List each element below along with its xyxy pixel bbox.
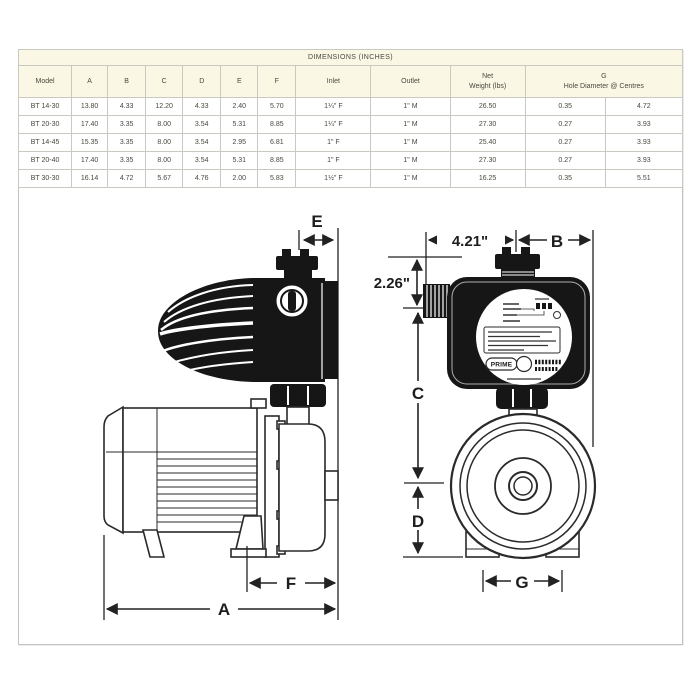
cell-e: 5.31	[220, 151, 259, 170]
cell-net-weight: 27.30	[449, 151, 526, 170]
cell-inlet: 1¼" F	[295, 115, 372, 134]
cell-e: 2.40	[220, 97, 259, 116]
col-header-e: E	[220, 65, 259, 98]
cell-b: 4.33	[107, 97, 147, 116]
cell-b: 4.72	[107, 169, 147, 188]
cell-g2: 3.93	[604, 133, 684, 152]
cell-d: 3.54	[182, 133, 222, 152]
cell-g1: 0.27	[524, 151, 606, 170]
cell-g2: 5.51	[604, 169, 684, 188]
cell-inlet: 1½" F	[295, 169, 372, 188]
dimensions-table: DIMENSIONS (INCHES) Model A B C D E F In…	[17, 49, 684, 188]
cell-g2: 3.93	[604, 151, 684, 170]
table-header-row: Model A B C D E F Inlet Outlet Net Weigh…	[17, 65, 684, 98]
cell-f: 5.83	[257, 169, 297, 188]
cell-net-weight: 27.30	[449, 115, 526, 134]
cell-model: BT 20-30	[17, 115, 73, 134]
cell-c: 12.20	[145, 97, 184, 116]
table-row: BT 14-45 15.35 3.35 8.00 3.54 2.95 6.81 …	[17, 133, 684, 152]
cell-f: 5.70	[257, 97, 297, 116]
cell-g1: 0.35	[524, 169, 606, 188]
cell-d: 4.76	[182, 169, 222, 188]
col-header-b: B	[107, 65, 147, 98]
cell-a: 16.14	[71, 169, 109, 188]
cell-g2: 4.72	[604, 97, 684, 116]
cell-outlet: 1" M	[370, 151, 451, 170]
cell-d: 3.54	[182, 151, 222, 170]
cell-b: 3.35	[107, 133, 147, 152]
cell-outlet: 1" M	[370, 169, 451, 188]
cell-a: 17.40	[71, 151, 109, 170]
cell-d: 3.54	[182, 115, 222, 134]
cell-f: 8.85	[257, 115, 297, 134]
cell-e: 2.00	[220, 169, 259, 188]
cell-g1: 0.27	[524, 115, 606, 134]
col-header-outlet: Outlet	[370, 65, 451, 98]
cell-b: 3.35	[107, 115, 147, 134]
cell-g1: 0.27	[524, 133, 606, 152]
table-row: BT 30-30 16.14 4.72 5.67 4.76 2.00 5.83 …	[17, 169, 684, 188]
col-header-model: Model	[17, 65, 73, 98]
cell-outlet: 1" M	[370, 133, 451, 152]
cell-a: 17.40	[71, 115, 109, 134]
cell-c: 8.00	[145, 133, 184, 152]
col-header-d: D	[182, 65, 222, 98]
table-title-row: DIMENSIONS (INCHES)	[18, 49, 683, 66]
cell-e: 2.95	[220, 133, 259, 152]
cell-model: BT 20-40	[17, 151, 73, 170]
cell-net-weight: 26.50	[449, 97, 526, 116]
table-row: BT 20-40 17.40 3.35 8.00 3.54 5.31 8.85 …	[17, 151, 684, 170]
col-header-net-weight: Net Weight (lbs)	[449, 65, 526, 98]
cell-inlet: 1" F	[295, 133, 372, 152]
col-header-a: A	[71, 65, 109, 98]
cell-outlet: 1" M	[370, 97, 451, 116]
table-title: DIMENSIONS (INCHES)	[18, 49, 683, 66]
col-header-c: C	[145, 65, 184, 98]
cell-c: 8.00	[145, 151, 184, 170]
cell-model: BT 14-30	[17, 97, 73, 116]
cell-net-weight: 16.25	[449, 169, 526, 188]
cell-outlet: 1" M	[370, 115, 451, 134]
col-header-inlet: Inlet	[295, 65, 372, 98]
content-frame: DIMENSIONS (INCHES) Model A B C D E F In…	[17, 49, 684, 645]
cell-c: 8.00	[145, 115, 184, 134]
table-row: BT 14-30 13.80 4.33 12.20 4.33 2.40 5.70…	[17, 97, 684, 116]
col-header-f: F	[257, 65, 297, 98]
cell-inlet: 1¼" F	[295, 97, 372, 116]
cell-d: 4.33	[182, 97, 222, 116]
cell-e: 5.31	[220, 115, 259, 134]
cell-c: 5.67	[145, 169, 184, 188]
cell-model: BT 30-30	[17, 169, 73, 188]
cell-a: 13.80	[71, 97, 109, 116]
table-row: BT 20-30 17.40 3.35 8.00 3.54 5.31 8.85 …	[17, 115, 684, 134]
cell-net-weight: 25.40	[449, 133, 526, 152]
col-header-g: G Hole Diameter @ Centres	[524, 65, 684, 98]
cell-g1: 0.35	[524, 97, 606, 116]
cell-b: 3.35	[107, 151, 147, 170]
cell-f: 6.81	[257, 133, 297, 152]
cell-inlet: 1" F	[295, 151, 372, 170]
cell-a: 15.35	[71, 133, 109, 152]
cell-g2: 3.93	[604, 115, 684, 134]
cell-model: BT 14-45	[17, 133, 73, 152]
cell-f: 8.85	[257, 151, 297, 170]
